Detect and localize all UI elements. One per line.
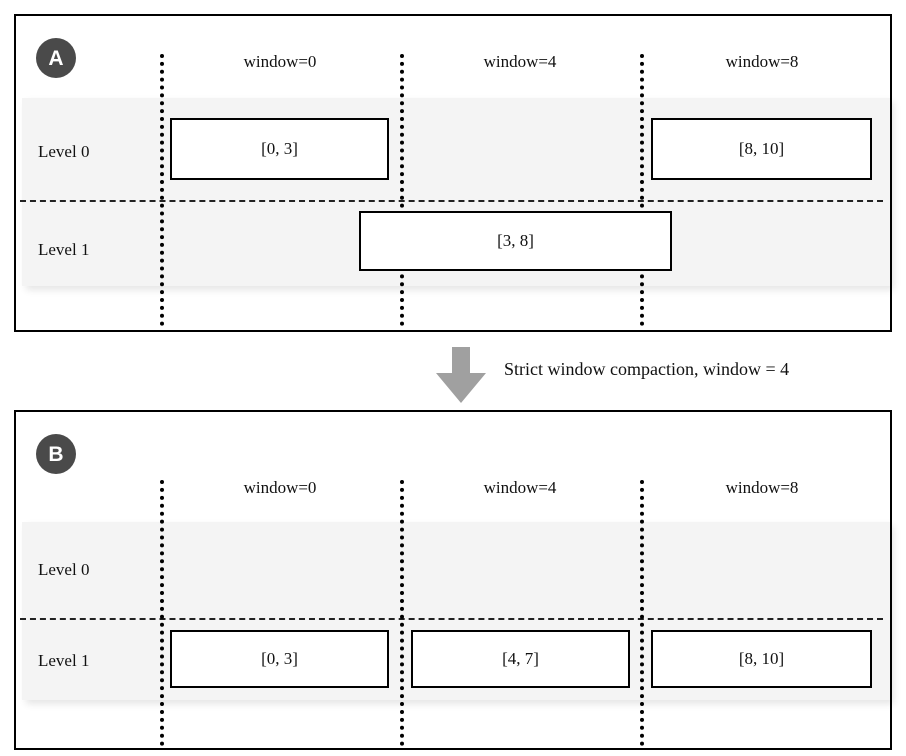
- file-box-b-0: [0, 3]: [170, 630, 389, 688]
- window-header-b-1: window=4: [483, 478, 557, 497]
- window-rule-b-0: [160, 480, 164, 746]
- window-header-b-0: window=0: [243, 478, 317, 497]
- level-divider-a: [20, 200, 883, 202]
- file-box-b-1: [4, 7]: [411, 630, 630, 688]
- window-rule-a-1: [400, 54, 404, 326]
- panel-badge-a: A: [36, 38, 76, 78]
- window-header-a-1: window=4: [483, 52, 557, 71]
- panel-b: B: [14, 410, 892, 750]
- transition-caption: Strict window compaction, window = 4: [504, 359, 790, 379]
- file-box-a-0: [0, 3]: [170, 118, 389, 180]
- file-box-a-2: [3, 8]: [359, 211, 672, 271]
- window-header-b-2: window=8: [725, 478, 799, 497]
- arrow-down-icon: [436, 347, 486, 403]
- window-rule-b-1: [400, 480, 404, 746]
- level-divider-b: [20, 618, 883, 620]
- file-box-b-2: [8, 10]: [651, 630, 872, 688]
- level-label-a-1: Level 1: [38, 240, 90, 259]
- window-header-a-0: window=0: [243, 52, 317, 71]
- window-rule-b-2: [640, 480, 644, 746]
- window-rule-a-0: [160, 54, 164, 326]
- level-label-b-1: Level 1: [38, 651, 90, 670]
- window-rule-a-2: [640, 54, 644, 326]
- panel-badge-b: B: [36, 434, 76, 474]
- file-box-a-1: [8, 10]: [651, 118, 872, 180]
- window-header-a-2: window=8: [725, 52, 799, 71]
- level-label-b-0: Level 0: [38, 560, 90, 579]
- level-label-a-0: Level 0: [38, 142, 90, 161]
